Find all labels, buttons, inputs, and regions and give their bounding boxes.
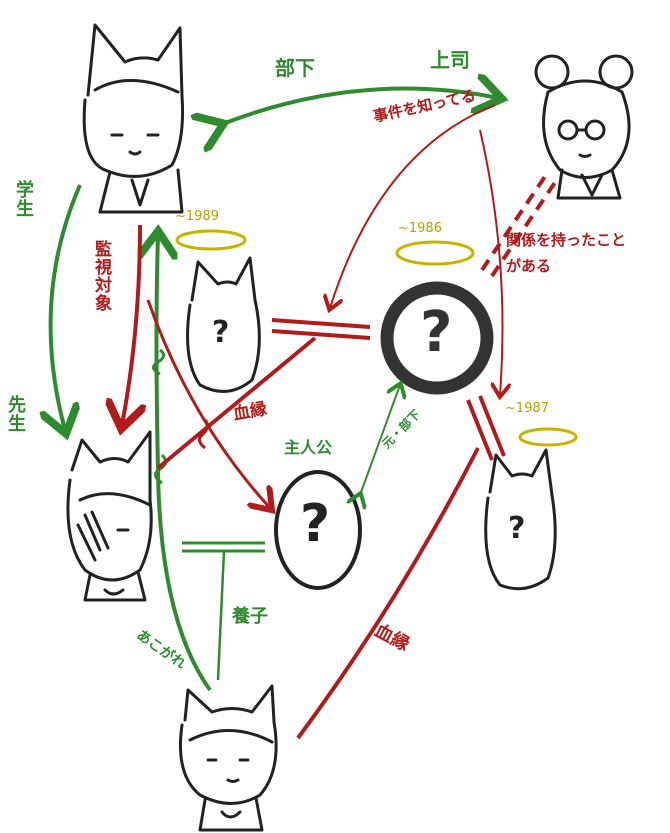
halo-left [175,229,247,251]
relation-double-line-2 [271,329,371,340]
relation-double-line-3 [466,395,506,461]
character-bottom [178,684,278,832]
label-had-relationship: 関係を持ったことがある [506,231,627,275]
label-adopted-child: 養子 [232,606,268,627]
relation-double-line-1 [271,318,371,329]
unknown-mark-left: ? [212,315,230,350]
label-surveillance-target: 監視対象 [91,240,111,312]
former-subordinate-arrow [360,385,400,495]
label-superior: 上司 [430,48,470,72]
unknown-character-right [484,448,557,591]
year-label-center: ~1986 [398,221,442,236]
surveillance-arrow [122,224,140,425]
blood-relation-line-lower [296,447,480,740]
character-middle-left [66,430,153,602]
unknown-mark-protagonist: ? [300,494,331,554]
knows-case-arrow [330,104,496,308]
year-label-left: ~1989 [175,209,219,224]
unknown-mark-center: ? [420,300,453,365]
adopted-child-stem [216,550,226,681]
label-teacher: 先生 [5,395,26,433]
green-brace [152,348,167,485]
blood-relation-line-upper [156,336,317,470]
red-brace [198,418,210,450]
character-top-right [534,54,634,200]
knows-case-arrow-2 [479,129,503,395]
label-subordinate: 部下 [275,56,315,80]
unknown-center-node [380,281,494,395]
label-student: 学生 [13,180,34,218]
student-teacher-arrow [51,184,82,430]
subordinate-superior-arrow [220,89,498,125]
surveillance-arrow-2 [146,299,270,508]
label-protagonist: 主人公 [284,438,333,457]
unknown-character-left [186,256,261,393]
unknown-mark-right: ? [508,511,526,546]
halo-center [395,240,475,266]
halo-right [518,427,578,447]
character-top-left [82,23,185,214]
year-label-right: ~1987 [505,401,549,416]
protagonist-node [274,470,362,590]
